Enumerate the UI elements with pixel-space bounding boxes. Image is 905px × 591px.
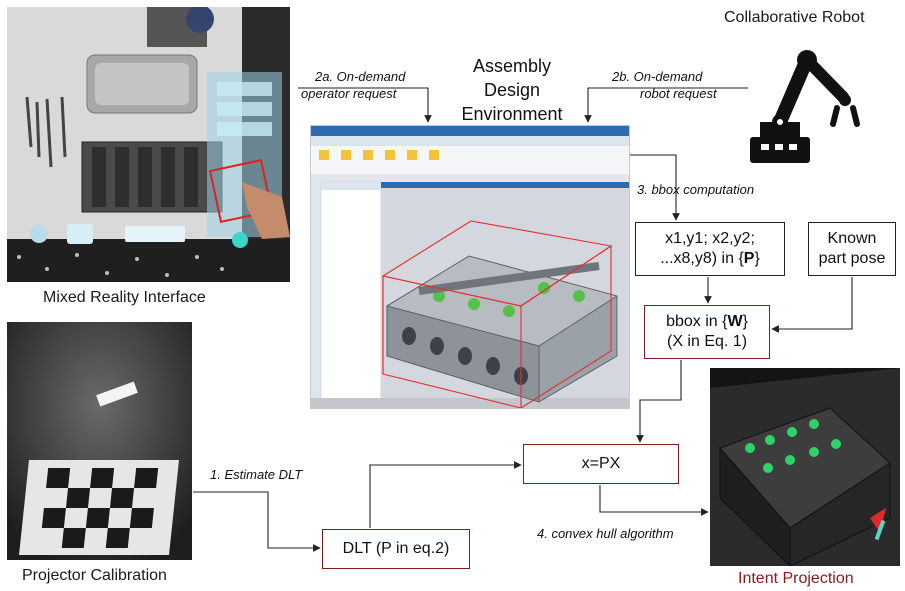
- arrow-bbox-to-projection: [636, 360, 682, 443]
- bbox-world-line1: bbox in {W}: [666, 313, 748, 330]
- arrow-robot-request: [584, 87, 748, 123]
- projection-equation-box: x=PX: [523, 444, 679, 484]
- convex-hull-label: 4. convex hull algorithm: [537, 526, 674, 541]
- intent-projection-photo: [710, 368, 900, 566]
- robot-request-line1: 2b. On-demand: [612, 69, 703, 84]
- estimate-dlt-label: 1. Estimate DLT: [210, 467, 303, 482]
- arrow-projection-to-intent: [599, 485, 709, 516]
- bbox-world-line2: (X in Eq. 1): [666, 333, 748, 350]
- mixed-reality-scene: [7, 7, 290, 282]
- cad-software-screenshot: [310, 125, 630, 409]
- projector-calibration-photo: [7, 322, 192, 560]
- mixed-reality-caption: Mixed Reality Interface: [43, 289, 206, 306]
- robot-request-line2: robot request: [640, 86, 717, 101]
- known-part-pose-box: Known part pose: [808, 222, 896, 276]
- operator-request-line1: 2a. On-demand: [315, 69, 406, 84]
- mixed-reality-photo: [7, 7, 290, 282]
- coordinates-line2: ...x8,y8) in {P}: [660, 250, 760, 267]
- assembly-title-line1: Assembly: [472, 56, 552, 76]
- cad-window: [311, 126, 629, 408]
- dlt-label: DLT (P in eq.2): [342, 540, 450, 557]
- assembly-title-line3: Environment: [461, 104, 563, 124]
- bbox-computation-label: 3. bbox computation: [637, 182, 755, 197]
- arrow-bbox-computation: [630, 154, 680, 221]
- assembly-title: Assembly Design Environment: [437, 54, 587, 126]
- coordinates-line1: x1,y1; x2,y2;: [665, 230, 755, 247]
- arrow-known-to-bbox: [771, 277, 853, 333]
- intent-projection-scene: [710, 368, 900, 566]
- coordinates-box: x1,y1; x2,y2; ...x8,y8) in {P}: [635, 222, 785, 276]
- intent-projection-caption: Intent Projection: [738, 570, 854, 587]
- projector-calibration-caption: Projector Calibration: [22, 567, 167, 584]
- dlt-box: DLT (P in eq.2): [322, 529, 470, 569]
- known-line2: part pose: [818, 250, 886, 267]
- arrow-dlt-to-projection: [369, 461, 522, 528]
- bbox-world-box: bbox in {W} (X in Eq. 1): [644, 305, 770, 359]
- operator-request-label: 2a. On-demand operator request: [301, 68, 405, 102]
- projector-calibration-scene: [7, 322, 192, 560]
- arrow-operator-request: [298, 87, 432, 123]
- known-line1: Known: [827, 230, 877, 247]
- robot-request-label: 2b. On-demand robot request: [612, 68, 717, 102]
- assembly-title-line2: Design: [483, 80, 541, 100]
- operator-request-line2: operator request: [301, 86, 397, 101]
- robot-arm-icon: [750, 50, 860, 163]
- projection-equation: x=PX: [581, 455, 621, 472]
- collaborative-robot-caption: Collaborative Robot: [724, 9, 865, 26]
- arrow-calibration-to-dlt: [193, 491, 321, 552]
